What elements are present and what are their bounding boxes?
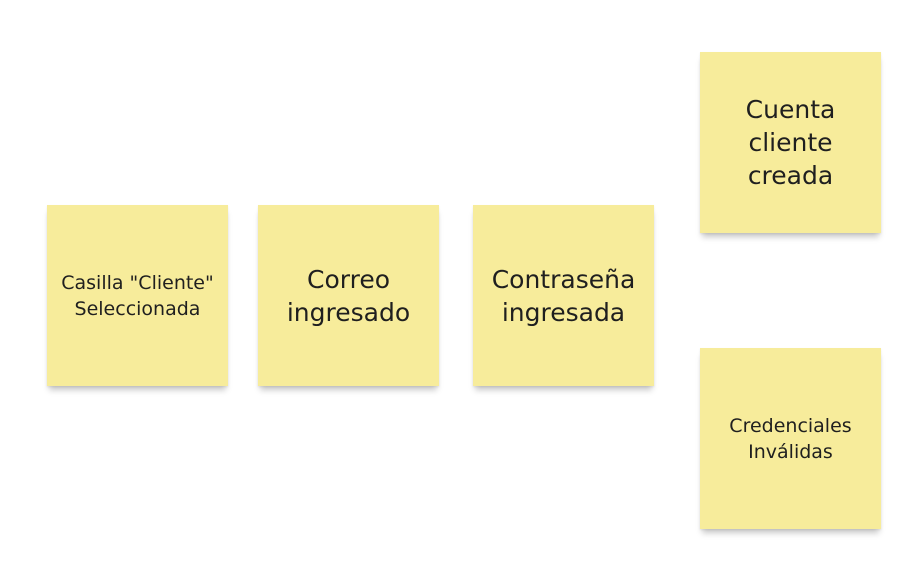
sticky-note-text: Casilla "Cliente" Seleccionada [61, 271, 214, 320]
sticky-note-text: Contraseña ingresada [491, 264, 636, 327]
sticky-note-correo-ingresado[interactable]: Correo ingresado [258, 205, 439, 386]
sticky-note-casilla-cliente-seleccionada[interactable]: Casilla "Cliente" Seleccionada [47, 205, 228, 386]
sticky-note-text: Cuenta cliente creada [745, 95, 836, 190]
sticky-note-contrasena-ingresada[interactable]: Contraseña ingresada [473, 205, 654, 386]
sticky-note-text: Correo ingresado [286, 264, 411, 327]
sticky-note-credenciales-invalidas[interactable]: Credenciales Inválidas [700, 348, 881, 529]
sticky-note-text: Credenciales Inválidas [729, 414, 852, 463]
sticky-note-cuenta-cliente-creada[interactable]: Cuenta cliente creada [700, 52, 881, 233]
